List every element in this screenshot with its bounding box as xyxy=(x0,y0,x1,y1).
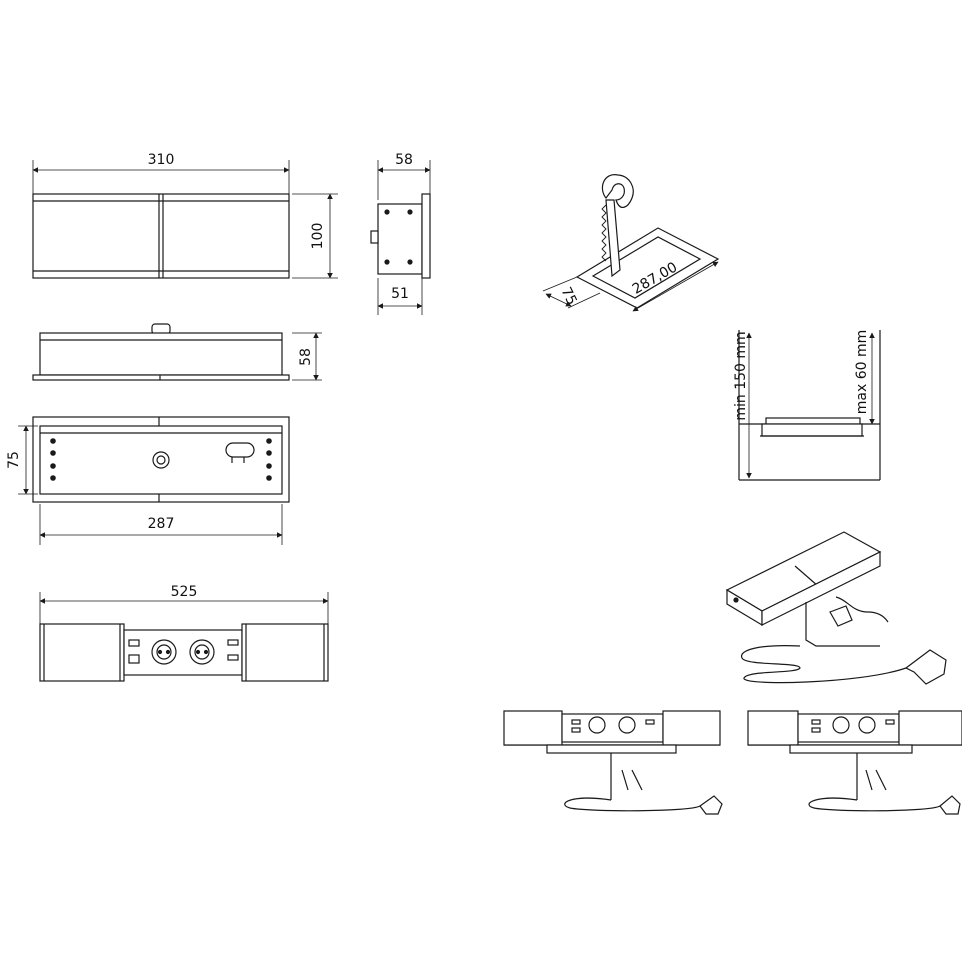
installed-view-left xyxy=(503,710,723,815)
bottom-view xyxy=(18,416,290,545)
dim-line-saw-75 xyxy=(545,293,572,307)
label-310: 310 xyxy=(148,152,175,168)
top-view xyxy=(32,160,338,279)
saw-cutout-illustration xyxy=(542,174,720,312)
label-75: 75 xyxy=(6,451,22,469)
label-saw-75: 75 xyxy=(557,285,579,308)
open-view xyxy=(39,592,329,682)
side-view xyxy=(370,160,431,315)
isometric-product-view xyxy=(725,531,947,685)
top-lid-outline xyxy=(32,193,290,279)
jigsaw-icon xyxy=(601,174,634,278)
label-51: 51 xyxy=(391,286,409,302)
label-287: 287 xyxy=(148,516,175,532)
label-58-top: 58 xyxy=(395,152,413,168)
installation-section xyxy=(738,330,881,481)
label-525: 525 xyxy=(171,584,198,600)
dim-line-saw-287 xyxy=(632,261,719,312)
plug-icon xyxy=(904,649,947,685)
label-max-60: max 60 mm xyxy=(854,330,870,415)
label-min-150: min 150 mm xyxy=(733,331,749,420)
label-58-front: 58 xyxy=(298,348,314,366)
label-100: 100 xyxy=(310,223,326,250)
installed-view-right xyxy=(747,710,962,815)
front-view xyxy=(32,323,322,381)
